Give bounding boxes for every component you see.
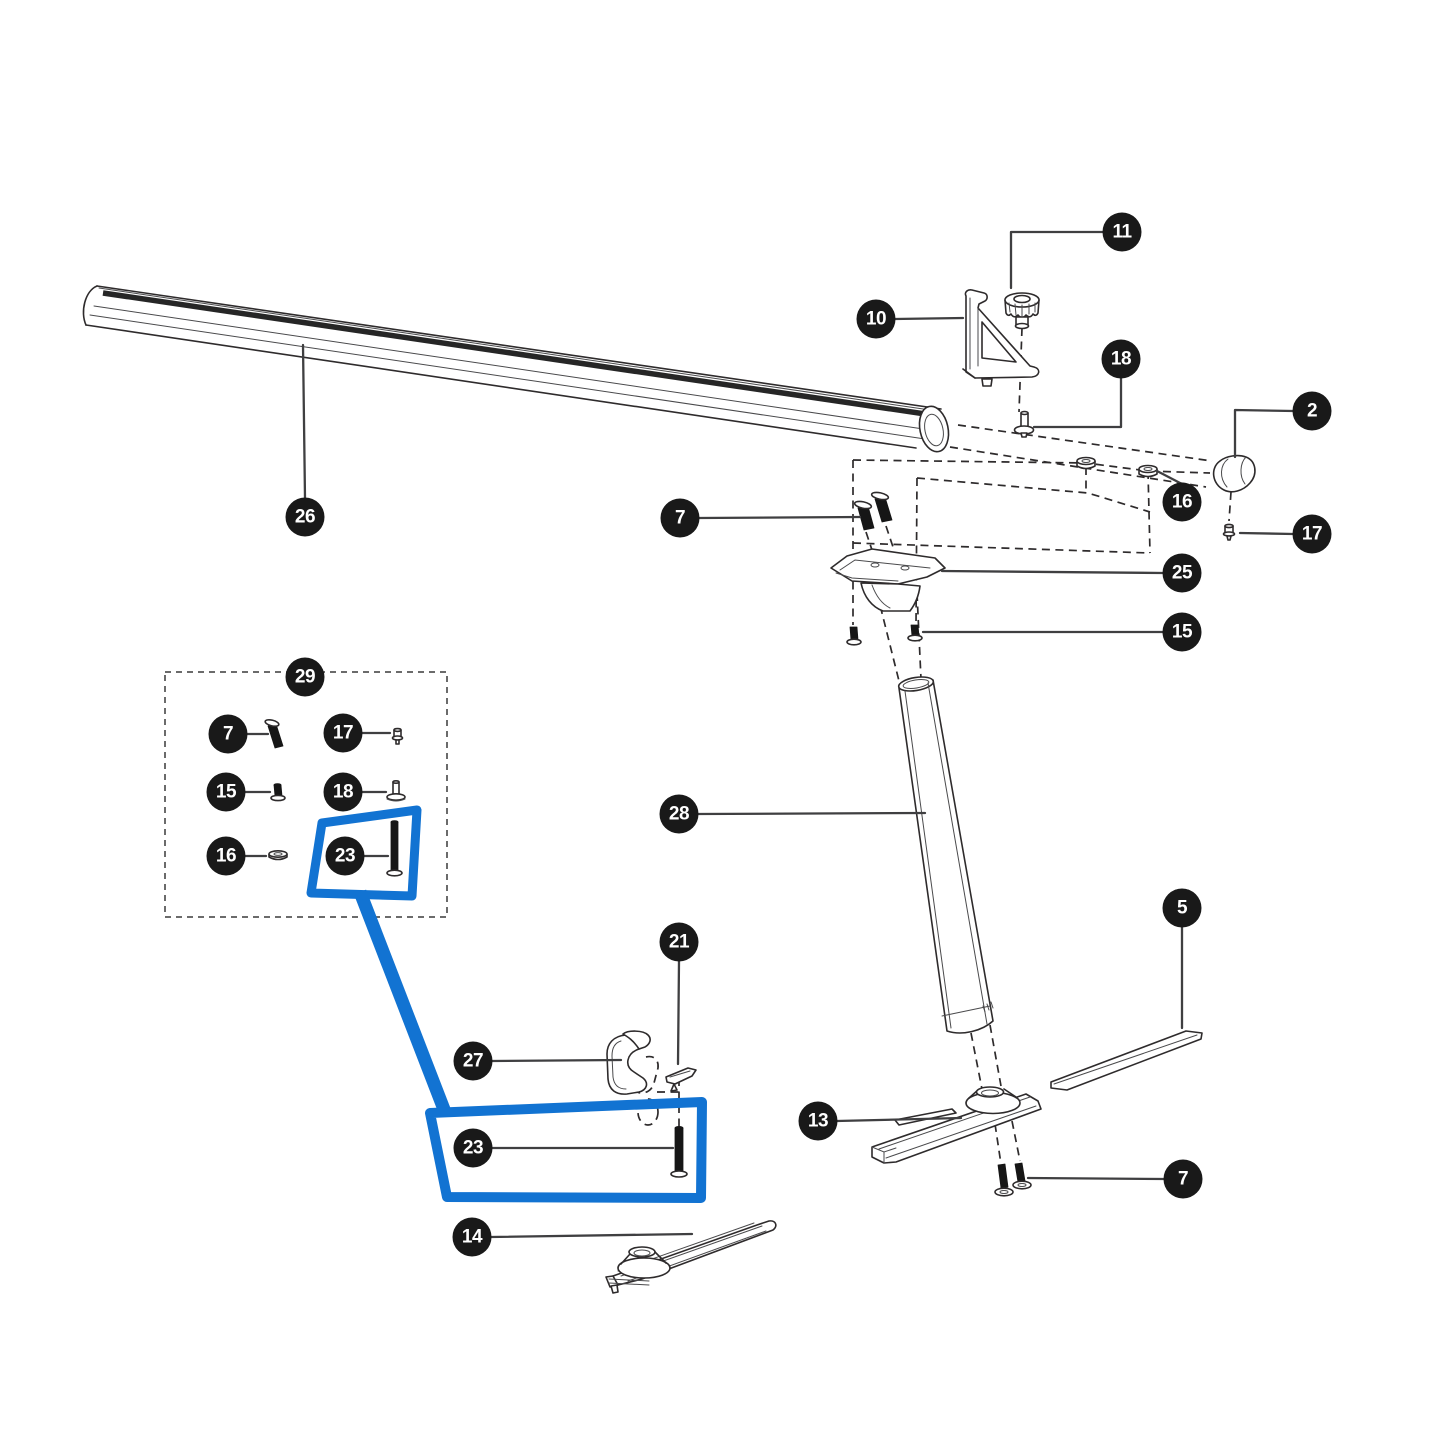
callout-16: 16 [1162,482,1202,522]
slide-nut-left [1076,456,1096,470]
flange-screw [1013,410,1035,438]
support-bracket [830,548,946,612]
leg-base [871,1086,1042,1164]
callout-23-kit: 23 [325,836,365,876]
knob [1004,292,1040,330]
callout-11: 11 [1102,212,1142,252]
slide-nut-right [1138,464,1158,478]
callout-14: 14 [452,1217,492,1257]
pan-screws [846,624,923,646]
callout-29: 29 [285,657,325,697]
callout-18-kit: 18 [323,772,363,812]
callout-13: 13 [798,1101,838,1141]
kit-icon-screw-18 [386,779,406,802]
kit-icon-screw-17 [391,727,404,745]
callout-27: 27 [453,1041,493,1081]
callout-5: 5 [1162,888,1202,928]
callout-18: 18 [1101,339,1141,379]
mounting-bracket [962,289,1040,387]
support-leg [897,676,994,1034]
callout-17: 17 [1292,514,1332,554]
callout-16-kit: 16 [206,836,246,876]
callout-17-kit: 17 [323,713,363,753]
callout-15-kit: 15 [206,772,246,812]
c-clamp [606,1030,651,1095]
kit-icon-screw-7 [264,718,284,749]
construction-lines [636,327,1232,1165]
callout-25: 25 [1162,553,1202,593]
highlight-box-small [306,805,422,901]
callout-28: 28 [659,794,699,834]
callout-15: 15 [1162,612,1202,652]
callout-26: 26 [285,497,325,537]
clamp-wedge [665,1067,697,1092]
end-cap [1212,454,1256,493]
callout-7-base: 7 [1163,1159,1203,1199]
callout-23: 23 [453,1128,493,1168]
kit-icon-nut-16 [268,849,288,861]
rail-foot [605,1220,777,1294]
callout-10: 10 [856,299,896,339]
kit-icon-screw-15 [270,783,286,802]
leader-lines [243,230,1295,1239]
cap-screw [1222,523,1236,541]
callout-7-top: 7 [660,498,700,538]
callout-21: 21 [659,922,699,962]
callout-7-kit: 7 [208,714,248,754]
hex-bolt [670,1126,688,1178]
callout-2: 2 [1292,391,1332,431]
base-screws [994,1162,1032,1197]
highlight-connector [353,889,452,1115]
wall-strip [1050,1030,1203,1091]
highlight-box-large [425,1097,707,1203]
kit-icon-bolt-23 [386,820,403,877]
countersunk-screws-top [853,491,893,531]
load-bar [82,285,950,453]
highlight-group [306,805,707,1203]
